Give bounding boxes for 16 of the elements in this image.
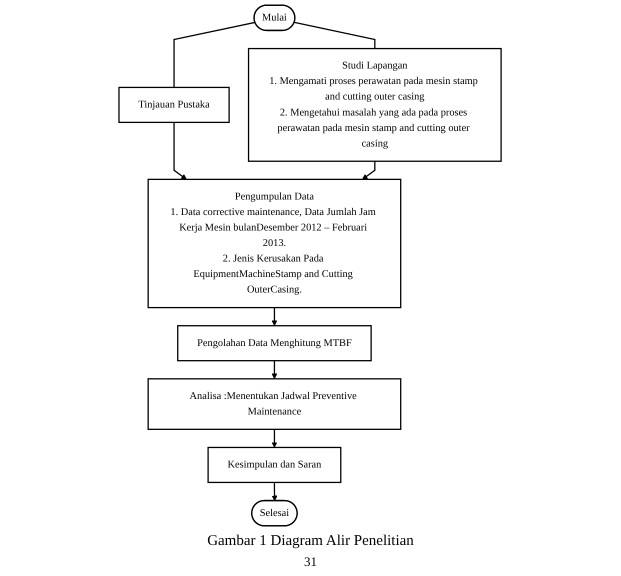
arrow (272, 482, 278, 502)
node-box: Pengolahan Data Menghitung MTBF (178, 325, 372, 362)
node-box: Analisa :Menentukan Jadwal Preventive Maintenance (148, 378, 402, 430)
node-box: Pengumpulan Data 1. Data corrective maintenance, Data Jumlah Jam Kerja Mesin bulanDesember 2012 – Februari 2013. 2. Jenis Kerusakan Pada EquipmentMachineStamp and Cutting OuterCasing. (148, 178, 402, 308)
arrow (272, 429, 278, 448)
arrow (174, 122, 188, 180)
connector (174, 22, 256, 88)
page-number: 31 (304, 554, 317, 570)
arrow (272, 308, 278, 326)
figure-caption: Gambar 1 Diagram Alir Penelitian (207, 533, 414, 550)
connector (294, 22, 376, 49)
node-box: Kesimpulan dan Saran (208, 446, 342, 484)
node-box: Studi Lapangan 1. Mengamati proses perawatan pada mesin stamp and cutting outer casing 2. Mengetahui masalah yang ada pada proses perawatan pada mesin stamp and cutting outer casing (248, 48, 502, 162)
node-box: Tinjauan Pustaka (118, 86, 230, 124)
arrow (272, 360, 278, 380)
arrow (362, 161, 376, 180)
